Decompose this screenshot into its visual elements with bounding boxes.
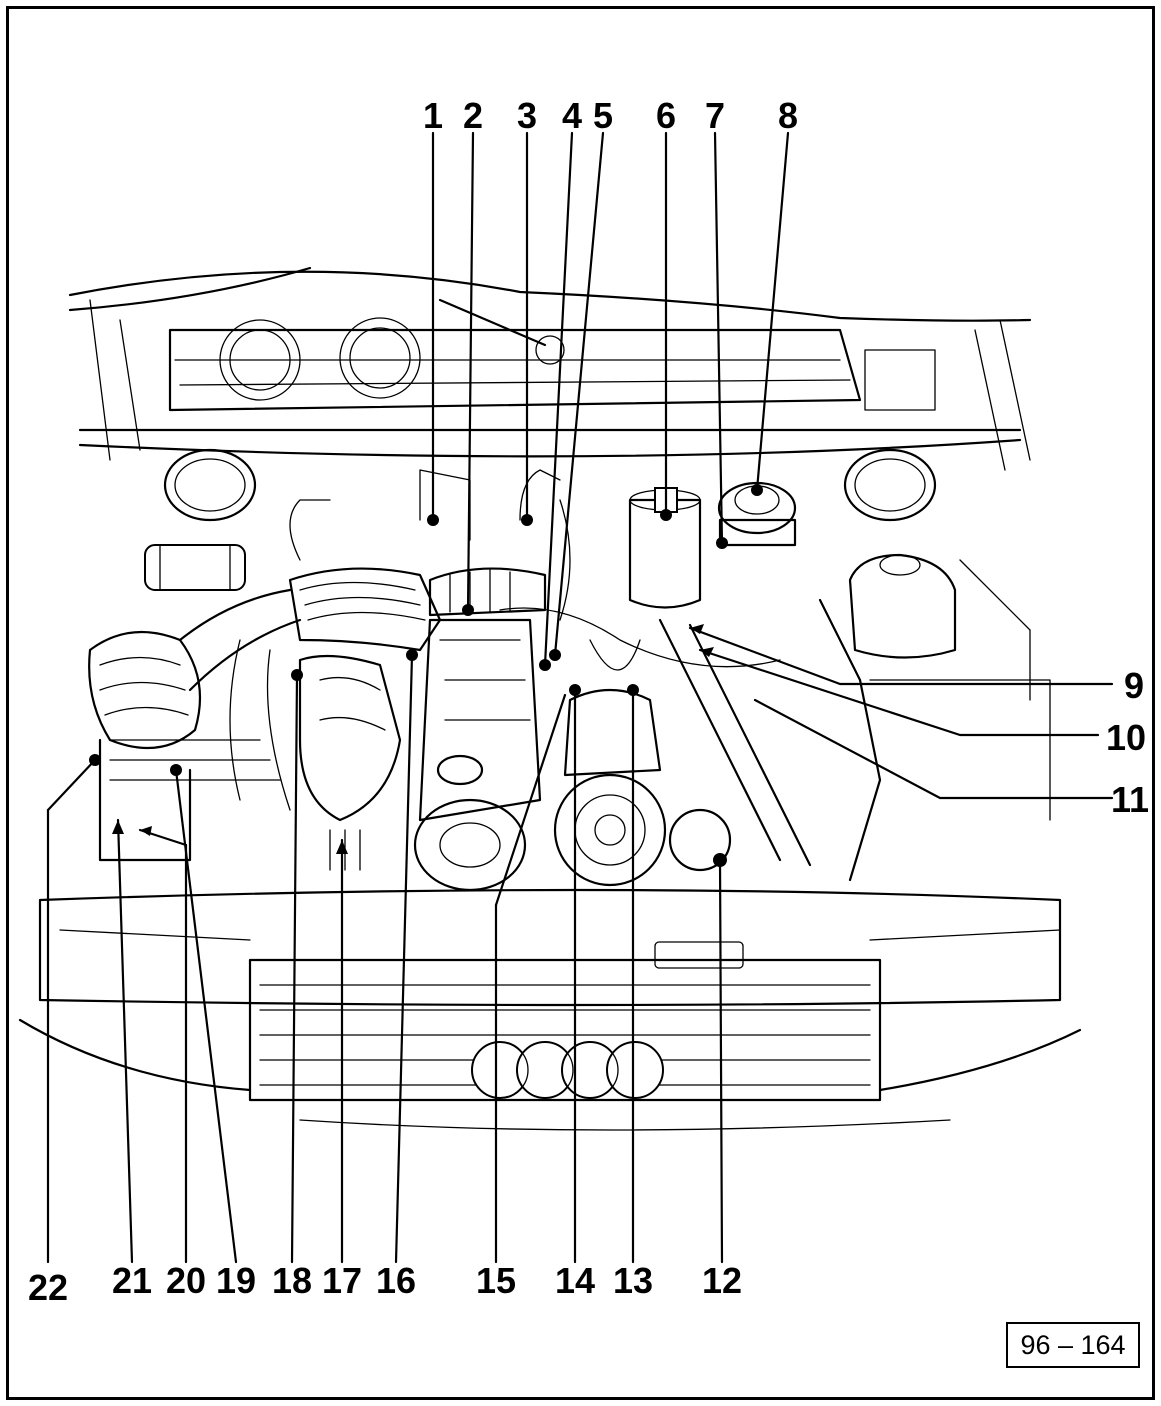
firewall (78, 298, 1022, 458)
hood-outline (68, 266, 1032, 471)
callout-22: 22 (28, 1267, 68, 1308)
audi-logo (471, 1041, 664, 1099)
callout-17: 17 (322, 1260, 362, 1301)
right-components (628, 481, 1051, 882)
callouts-top: 1 2 3 4 5 6 7 8 (423, 95, 798, 136)
callout-1: 1 (423, 95, 443, 136)
callout-20: 20 (166, 1260, 206, 1301)
callout-10: 10 (1106, 717, 1146, 758)
intake-manifold (288, 567, 442, 871)
callout-12: 12 (702, 1260, 742, 1301)
callout-16: 16 (376, 1260, 416, 1301)
figure-reference-box: 96 – 164 (1006, 1322, 1140, 1368)
leader-lines-right (688, 624, 1114, 800)
callouts-right: 9 10 11 (1106, 665, 1149, 820)
callout-4: 4 (562, 95, 582, 136)
callout-2: 2 (463, 95, 483, 136)
callout-15: 15 (476, 1260, 516, 1301)
callout-6: 6 (656, 95, 676, 136)
diagram-frame (6, 6, 1155, 1400)
callout-3: 3 (517, 95, 537, 136)
callout-8: 8 (778, 95, 798, 136)
callout-11: 11 (1111, 779, 1149, 820)
callouts-bottom: 22 21 20 19 18 17 16 15 14 13 12 (28, 1260, 742, 1308)
callout-21: 21 (112, 1260, 152, 1301)
callout-18: 18 (272, 1260, 312, 1301)
air-intake-left (88, 544, 302, 862)
leader-lines-top (427, 131, 790, 671)
callout-19: 19 (216, 1260, 256, 1301)
callout-7: 7 (705, 95, 725, 136)
strut-towers (163, 448, 937, 522)
callout-13: 13 (613, 1260, 653, 1301)
callout-9: 9 (1124, 665, 1144, 706)
engine-block (413, 567, 547, 892)
leader-lines-bottom (46, 649, 727, 1264)
front-grille (18, 888, 1082, 1131)
callout-14: 14 (555, 1260, 595, 1301)
alternator (553, 688, 732, 887)
callout-5: 5 (593, 95, 613, 136)
